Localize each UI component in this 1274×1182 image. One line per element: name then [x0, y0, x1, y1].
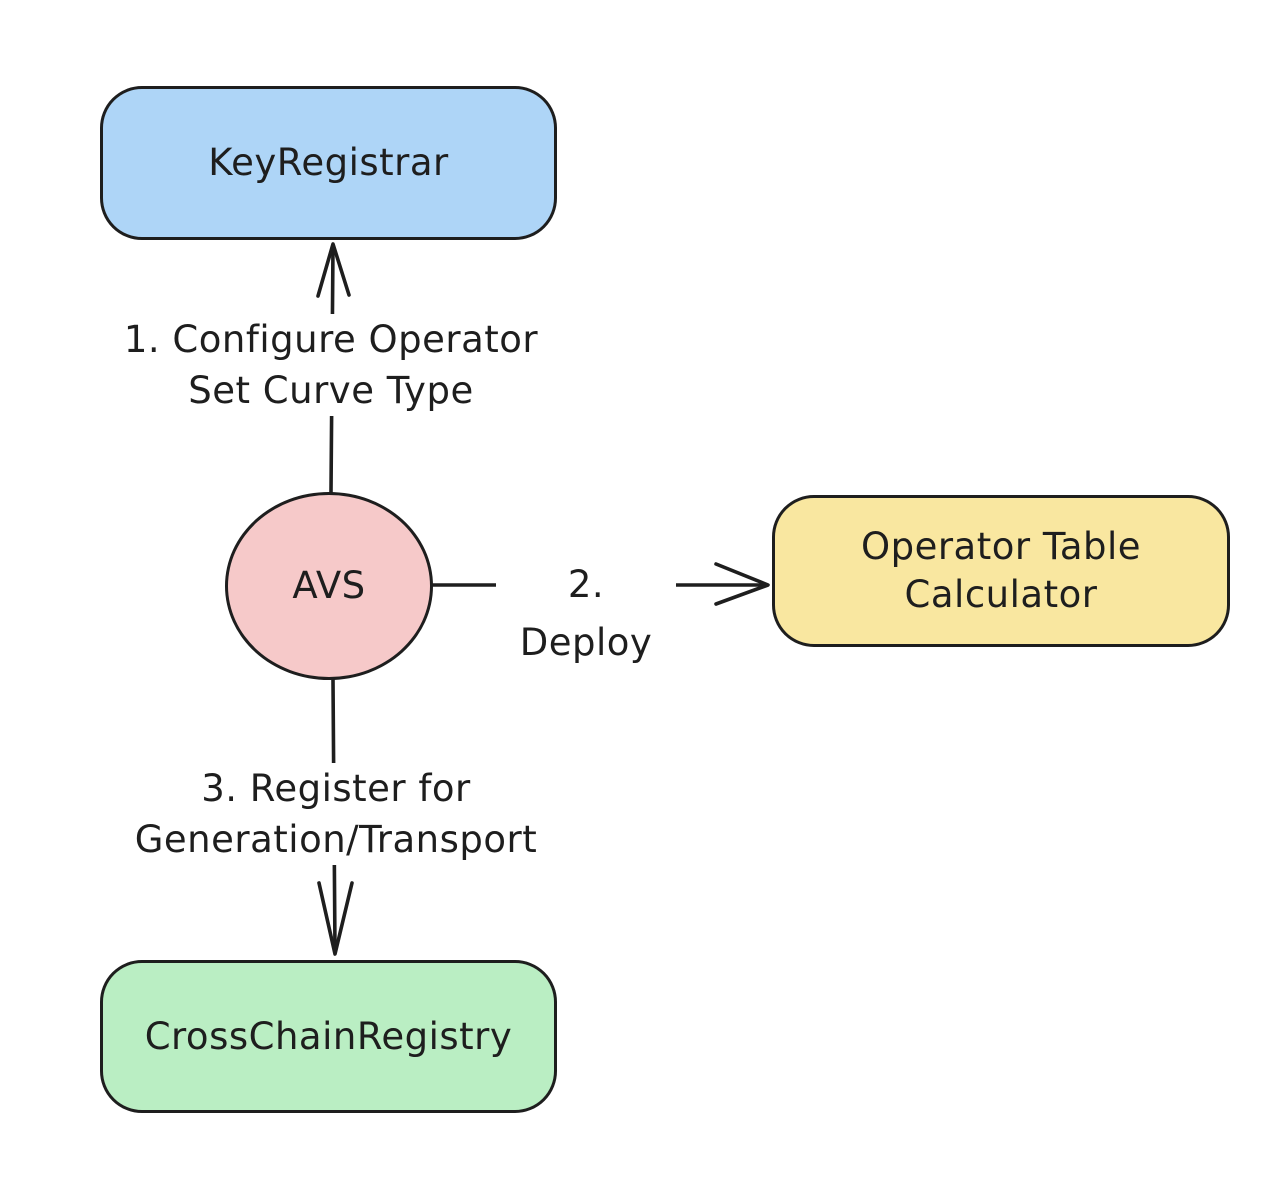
edge-label-configure-line2: Set Curve Type — [188, 369, 474, 412]
edge-label-deploy-line1: 2. Deploy — [519, 563, 653, 664]
node-operator-table-calculator: Operator Table Calculator — [772, 495, 1230, 647]
node-cross-chain-registry-label: CrossChainRegistry — [144, 1014, 513, 1058]
edge-label-deploy: 2. Deploy — [496, 556, 676, 664]
node-operator-table-calculator-label: Operator Table Calculator — [860, 525, 1142, 616]
node-cross-chain-registry: CrossChainRegistry — [100, 960, 557, 1113]
edge-label-configure-operator-set-curve-type: 1. Configure Operator Set Curve Type — [105, 314, 557, 416]
edge-label-register-for-generation-transport: 3. Register for Generation/Transport — [97, 763, 575, 865]
node-avs-label: AVS — [292, 564, 366, 607]
edge-label-register-line2: Generation/Transport — [134, 818, 538, 861]
node-key-registrar: KeyRegistrar — [100, 86, 557, 240]
edge-label-register-line1: 3. Register for — [201, 767, 471, 810]
arrowhead-down — [317, 881, 354, 956]
arrowhead-right — [714, 562, 770, 606]
node-key-registrar-label: KeyRegistrar — [208, 141, 449, 184]
arrowhead-up — [316, 242, 351, 298]
edge-label-configure-line1: 1. Configure Operator — [123, 318, 539, 361]
node-avs: AVS — [225, 492, 433, 680]
